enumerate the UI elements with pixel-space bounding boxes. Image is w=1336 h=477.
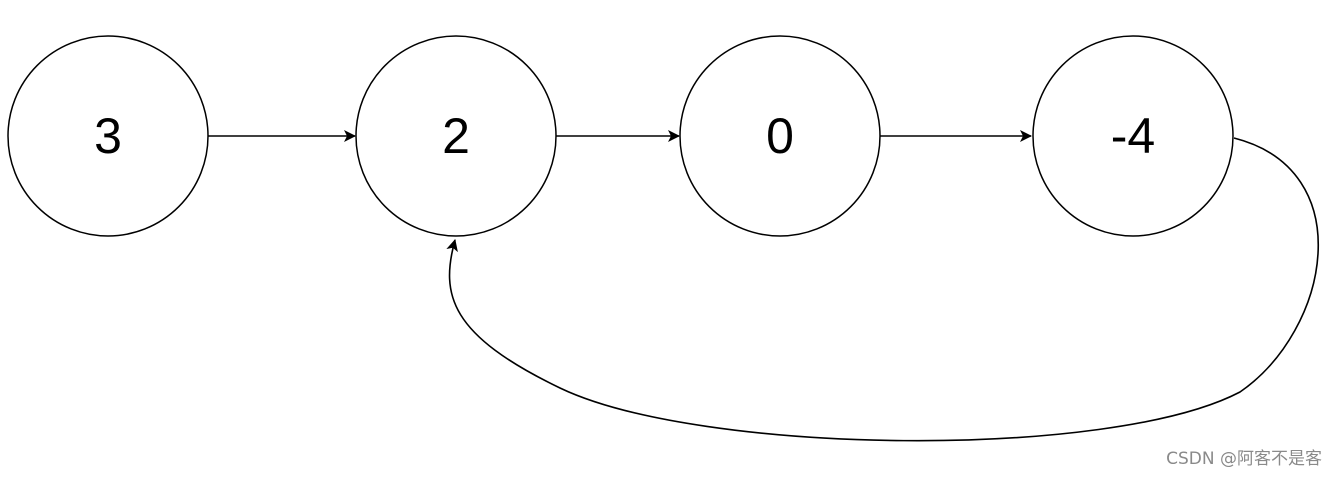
node-label: 0 <box>766 108 794 164</box>
node-circle <box>7 35 209 237</box>
node-circle <box>1032 35 1234 237</box>
node-circle <box>355 35 557 237</box>
node-n1: 2 <box>355 35 557 237</box>
node-label: 3 <box>94 108 122 164</box>
watermark: CSDN @阿客不是客 <box>1166 449 1322 469</box>
node-label: 2 <box>442 108 470 164</box>
node-label: -4 <box>1111 108 1155 164</box>
node-circle <box>679 35 881 237</box>
edge-n3-to-n1-cycle <box>446 137 1320 442</box>
node-n2: 0 <box>679 35 881 237</box>
node-n0: 3 <box>7 35 209 237</box>
node-n3: -4 <box>1032 35 1234 237</box>
